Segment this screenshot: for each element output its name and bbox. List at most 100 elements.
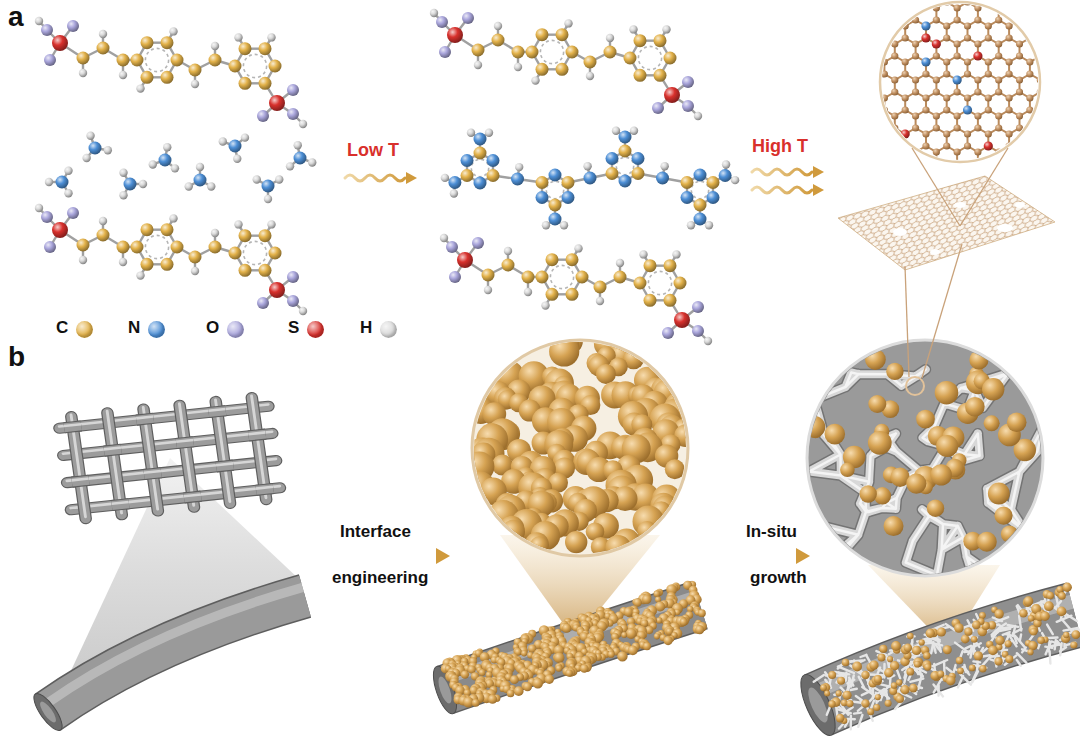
atom-ball <box>472 237 484 249</box>
graphene-atom <box>1068 34 1075 41</box>
graphene-atom <box>1006 202 1013 209</box>
gold-particle <box>926 629 935 638</box>
gold-particle <box>621 632 627 638</box>
legend-text: C <box>56 318 68 338</box>
graphene-atom <box>850 232 857 239</box>
graphene-atom <box>1016 4 1023 11</box>
graphene-atom <box>963 213 972 222</box>
atom-ball <box>211 229 219 237</box>
web-strand <box>964 667 969 672</box>
gold-sphere <box>886 363 903 380</box>
web-strand <box>937 636 941 651</box>
graphene-atom <box>921 57 930 66</box>
gold-sphere <box>525 532 549 556</box>
gold-particle <box>510 675 519 684</box>
gold-particle <box>461 670 469 678</box>
gold-particle <box>972 621 981 630</box>
atom-ball <box>474 147 487 160</box>
graphene-atom <box>964 166 971 173</box>
graphene-atom <box>1047 130 1054 137</box>
graphene-atom <box>985 202 992 209</box>
graphene-atom <box>1047 250 1054 257</box>
atom-ball <box>536 63 549 76</box>
atom-ball <box>79 256 87 264</box>
tube-highlight <box>107 411 121 513</box>
gold-particle <box>698 609 706 617</box>
gold-sphere <box>860 485 877 502</box>
graphene-atom <box>933 112 940 119</box>
graphene-atom <box>974 16 981 23</box>
arrow-head <box>436 548 450 564</box>
atom-ball <box>486 169 499 182</box>
web-strand <box>862 690 873 695</box>
graphene-atom <box>839 70 846 77</box>
graphene-atom <box>902 94 909 101</box>
graphene-atom <box>1047 106 1054 113</box>
atom-ball <box>259 264 272 277</box>
gold-particle <box>1072 630 1080 639</box>
atom-ball <box>86 132 94 140</box>
aromatic-ring <box>540 40 563 63</box>
graphene-atom <box>891 256 898 263</box>
tube-highlight <box>256 487 273 489</box>
graphene-atom <box>839 202 846 209</box>
atom-ball <box>561 191 574 204</box>
zoom-line <box>922 244 962 378</box>
atom-ball <box>474 177 487 190</box>
web-strand <box>946 668 952 673</box>
gold-particle <box>1005 655 1013 663</box>
graphene-atom <box>1037 76 1044 83</box>
process-label: High T <box>752 136 808 158</box>
graphene-atom <box>912 52 919 59</box>
graphene-atom <box>943 70 950 77</box>
graphene-atom <box>912 160 919 167</box>
graphene-atom <box>933 232 940 239</box>
graphene-atom <box>850 4 857 11</box>
graphene-atom <box>1057 4 1064 11</box>
graphene-atom <box>943 58 950 65</box>
gold-sphere <box>549 336 579 366</box>
atom-ball <box>64 167 72 175</box>
graphene-atom <box>974 4 981 11</box>
graphene-atom <box>933 88 940 95</box>
graphene-atom <box>964 0 971 6</box>
graphene-atom <box>850 160 857 167</box>
graphene-atom <box>891 196 898 203</box>
graphene-atom <box>1068 106 1075 113</box>
atom-ball <box>67 20 79 32</box>
graphene-atom <box>974 40 981 47</box>
atom-ball <box>141 71 154 84</box>
gold-particle <box>878 654 886 662</box>
web-strand <box>1053 607 1066 617</box>
graphene-atom <box>1037 4 1044 11</box>
fiber-body <box>818 615 1075 705</box>
graphene-atom <box>870 184 877 191</box>
aromatic-ring <box>243 241 266 264</box>
atom-ball <box>209 241 222 254</box>
graphene-atom <box>1078 160 1080 167</box>
graphene-atom <box>922 130 929 137</box>
tube-highlight <box>216 463 233 465</box>
network-zoom <box>804 349 1043 575</box>
atom-ball <box>614 271 627 284</box>
atom-group <box>430 9 739 345</box>
sheet-hole <box>997 224 1013 232</box>
graphene-atom <box>891 16 898 23</box>
graphene-atom <box>954 148 961 155</box>
gold-particle <box>906 668 914 676</box>
graphene-atom <box>994 3 1003 12</box>
gold-particle <box>943 645 952 654</box>
graphene-atom <box>932 39 941 48</box>
atom-ball <box>586 72 594 80</box>
graphene-atom <box>869 87 878 96</box>
atom-ball <box>467 128 475 136</box>
tube-highlight <box>59 405 268 427</box>
atom-ball <box>239 42 252 55</box>
atom-ball <box>584 56 597 69</box>
tube-highlight <box>184 494 201 496</box>
gold-particle <box>488 695 497 704</box>
fiber-body <box>445 605 700 690</box>
gold-sphere <box>935 381 959 405</box>
atom-ball <box>596 297 604 305</box>
graphene-atom <box>1068 178 1075 185</box>
